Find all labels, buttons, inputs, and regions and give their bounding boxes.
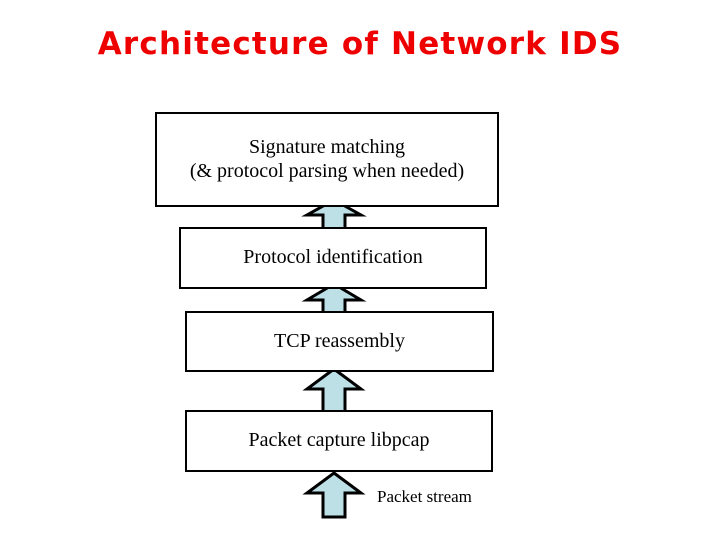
diagram-box-line: TCP reassembly [274,329,405,352]
arrow-stream-to-libpcap-icon [302,470,366,520]
page-title: Architecture of Network IDS [97,26,623,62]
diagram-box-tcp-reassembly: TCP reassembly [185,311,494,372]
diagram-box-packet-capture-libpcap: Packet capture libpcap [185,410,493,472]
packet-stream-caption: Packet stream [377,487,472,506]
diagram-box-signature-matching: Signature matching (& protocol parsing w… [155,112,499,207]
diagram-box-protocol-identification: Protocol identification [179,227,487,289]
diagram-box-line: (& protocol parsing when needed) [189,159,465,182]
diagram-box-line: Signature matching [248,135,406,158]
diagram-box-line: Protocol identification [243,246,423,269]
diagram-box-line: Packet capture libpcap [248,429,430,452]
